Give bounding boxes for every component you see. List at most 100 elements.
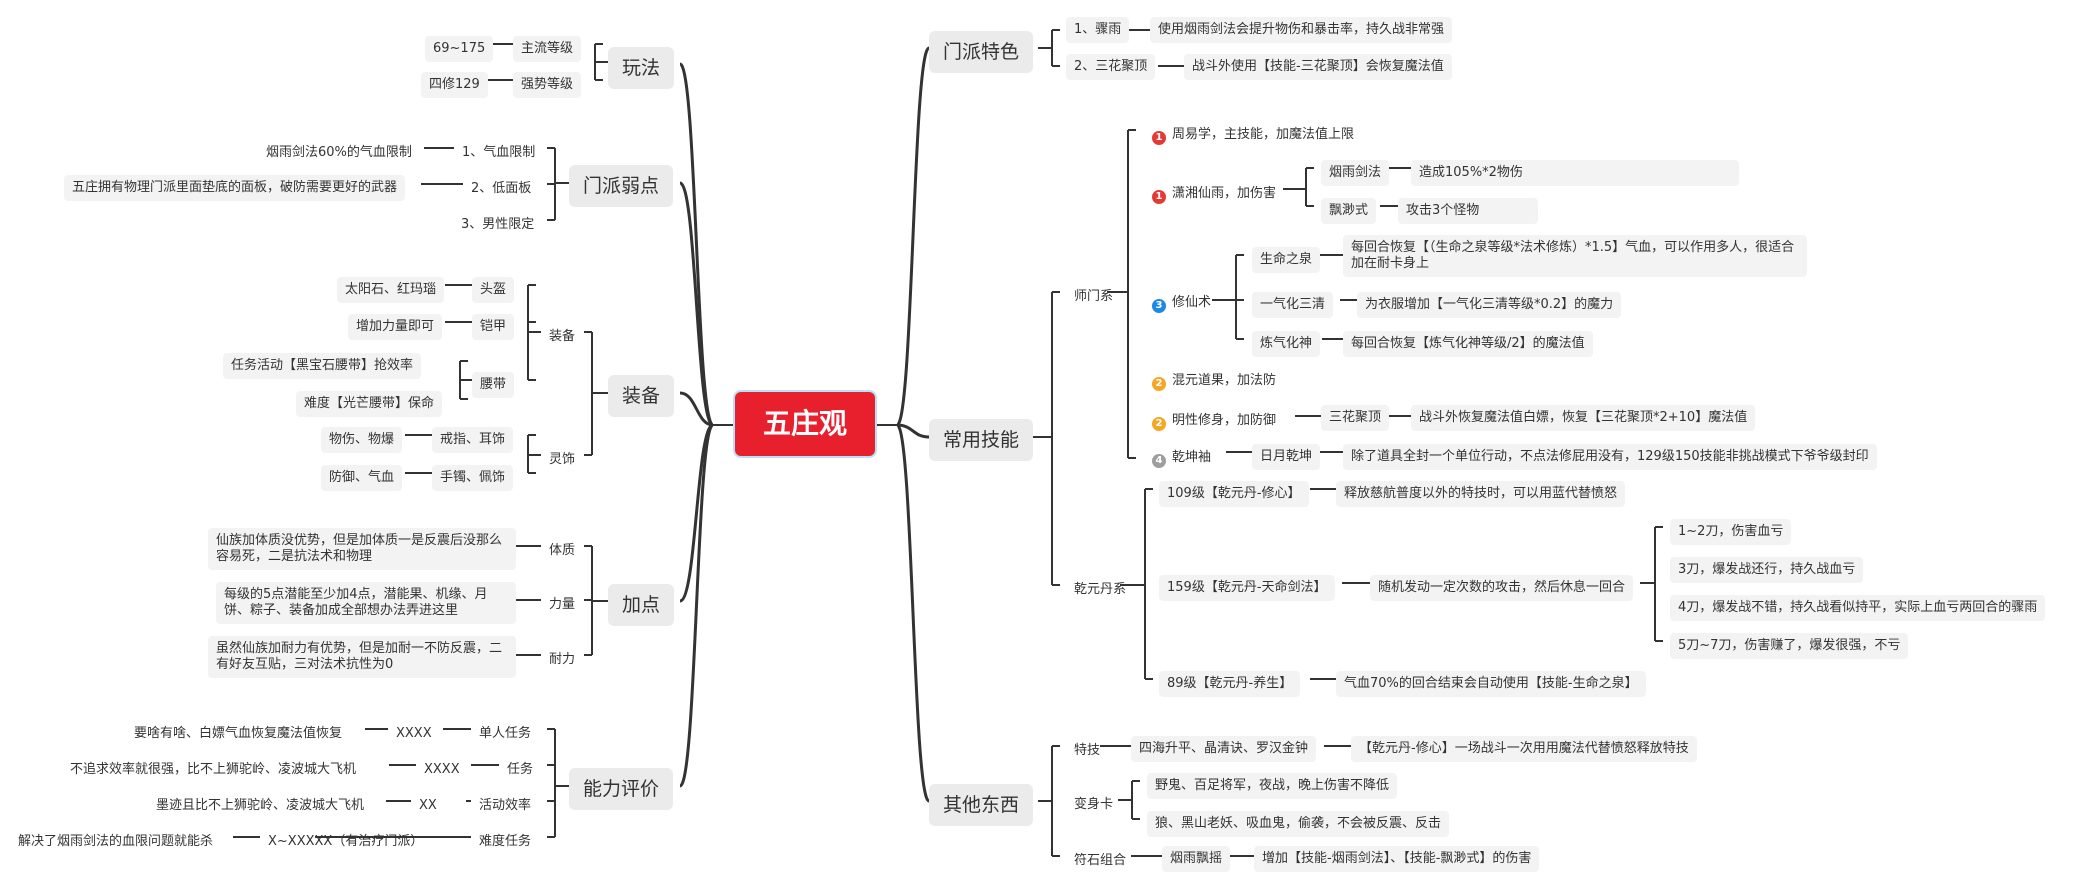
qt-val-bianshen-2[interactable]: 狼、黑山老妖、吸血鬼，偷袭，不会被反震、反击: [1147, 811, 1450, 837]
skill-xiuxian-text: 修仙术: [1172, 295, 1212, 310]
xx-key-1[interactable]: 烟雨剑法: [1321, 160, 1390, 186]
nl-val-1[interactable]: 要啥有啥、白嫖气血恢复魔法值恢复: [134, 726, 343, 741]
nl-mid-2[interactable]: XXXX: [424, 762, 460, 777]
tese-val-2[interactable]: 战斗外使用【技能-三花聚顶】会恢复魔法值: [1184, 54, 1452, 80]
xx2-key-2[interactable]: 一气化三清: [1252, 292, 1334, 318]
jd-val-liliang[interactable]: 每级的5点潜能至少加4点，潜能果、机缘、月饼、粽子、装备加成全部想办法弄进这里: [216, 582, 516, 624]
topic-qita[interactable]: 其他东西: [929, 784, 1034, 826]
ruodian-key-1[interactable]: 1、气血限制: [462, 145, 536, 160]
qt-mid-teji[interactable]: 四海升平、晶清诀、罗汉金钟: [1131, 736, 1317, 762]
ls-group[interactable]: 灵饰: [549, 452, 576, 467]
topic-wanfa[interactable]: 玩法: [608, 47, 675, 89]
jd-key-liliang[interactable]: 力量: [549, 597, 576, 612]
qt-val-teji[interactable]: 【乾元丹-修心】一场战斗一次用用魔法代替愤怒释放特技: [1351, 736, 1697, 762]
nl-key-3[interactable]: 活动效率: [479, 798, 532, 813]
xx-key-2[interactable]: 飘渺式: [1321, 198, 1377, 224]
nl-val-2[interactable]: 不追求效率就很强，比不上狮驼岭、凌波城大飞机: [70, 762, 357, 777]
wanfa-key-1[interactable]: 主流等级: [513, 36, 582, 62]
xx2-val-1[interactable]: 每回合恢复【（生命之泉等级*法术修炼）*1.5】气血，可以作用多人，很适合加在耐…: [1343, 235, 1807, 277]
xx2-val-2[interactable]: 为衣服增加【一气化三清等级*0.2】的魔力: [1357, 292, 1622, 318]
qy109-val[interactable]: 释放慈航普度以外的特技时，可以用蓝代替愤怒: [1336, 481, 1626, 507]
qt-key-bianshen[interactable]: 变身卡: [1074, 797, 1114, 812]
topic-ruodian[interactable]: 门派弱点: [569, 165, 674, 207]
qianyuan-group[interactable]: 乾元丹系: [1074, 582, 1127, 597]
nl-mid-4[interactable]: X~XXXXX（有治疗门派）: [268, 834, 424, 849]
tese-key-2[interactable]: 2、三花聚顶: [1066, 54, 1156, 80]
nl-key-2[interactable]: 任务: [507, 762, 534, 777]
qy109-key[interactable]: 109级【乾元丹-修心】: [1159, 481, 1309, 507]
connector-line: [678, 62, 715, 427]
qt-key-fushi[interactable]: 符石组合: [1074, 853, 1127, 868]
wanfa-key-2[interactable]: 强势等级: [513, 72, 582, 98]
ls-val-1[interactable]: 物伤、物爆: [321, 427, 403, 453]
topic-jineng[interactable]: 常用技能: [929, 419, 1034, 461]
qy159-sub-4[interactable]: 5刀~7刀，伤害赚了，爆发很强，不亏: [1670, 633, 1909, 659]
qy89-val[interactable]: 气血70%的回合结束会自动使用【技能-生命之泉】: [1336, 671, 1646, 697]
qt-val-bianshen-1[interactable]: 野鬼、百足将军，夜战，晚上伤害不降低: [1147, 773, 1398, 799]
root-node[interactable]: 五庄观: [733, 390, 877, 458]
qy159-sub-3[interactable]: 4刀，爆发战不错，持久战看似持平，实际上血亏两回合的骤雨: [1670, 595, 2046, 621]
zb-val-kaijia[interactable]: 增加力量即可: [348, 314, 443, 340]
qy159-sub-1[interactable]: 1~2刀，伤害血亏: [1670, 519, 1792, 545]
ruodian-key-2[interactable]: 2、低面板: [471, 181, 532, 196]
ls-key-1[interactable]: 戒指、耳饰: [432, 427, 514, 453]
qy89-key[interactable]: 89级【乾元丹-养生】: [1159, 671, 1301, 697]
tese-val-1[interactable]: 使用烟雨剑法会提升物伤和暴击率，持久战非常强: [1150, 17, 1453, 43]
qy159-val[interactable]: 随机发动一定次数的攻击，然后休息一回合: [1370, 575, 1634, 601]
ruodian-key-3[interactable]: 3、男性限定: [461, 217, 535, 232]
qt-key-teji[interactable]: 特技: [1074, 743, 1101, 758]
ls-key-2[interactable]: 手镯、佩饰: [432, 465, 514, 491]
qk-key[interactable]: 日月乾坤: [1252, 444, 1321, 470]
xx2-key-1[interactable]: 生命之泉: [1252, 247, 1321, 273]
connector-line: [896, 423, 930, 439]
zb-val-yaodai-1[interactable]: 任务活动【黑宝石腰带】抢效率: [223, 353, 422, 379]
nl-mid-1[interactable]: XXXX: [396, 726, 432, 741]
zb-key-yaodai[interactable]: 腰带: [472, 372, 515, 398]
nl-key-4[interactable]: 难度任务: [479, 834, 532, 849]
nl-val-4[interactable]: 解决了烟雨剑法的血限问题就能杀: [18, 834, 214, 849]
qk-val[interactable]: 除了道具全封一个单位行动，不点法修屁用没有，129级150技能非挑战模式下爷爷级…: [1343, 444, 1877, 470]
nl-val-3[interactable]: 墨迹且比不上狮驼岭、凌波城大飞机: [156, 798, 365, 813]
qt-val-fushi[interactable]: 增加【技能-烟雨剑法】、【技能-飘渺式】的伤害: [1254, 846, 1540, 872]
qt-mid-fushi[interactable]: 烟雨飘摇: [1162, 846, 1231, 872]
ruodian-val-2[interactable]: 五庄拥有物理门派里面垫底的面板，破防需要更好的武器: [64, 175, 406, 201]
wanfa-val-2[interactable]: 四修129: [421, 72, 488, 98]
jd-key-naili[interactable]: 耐力: [549, 652, 576, 667]
shimen-group[interactable]: 师门系: [1074, 289, 1114, 304]
jd-val-tizhi[interactable]: 仙族加体质没优势，但是加体质一是反震后没那么容易死，二是抗法术和物理: [208, 528, 516, 570]
skill-qiankun-text: 乾坤袖: [1172, 450, 1212, 465]
zb-val-yaodai-2[interactable]: 难度【光芒腰带】保命: [296, 391, 443, 417]
tese-key-1[interactable]: 1、骤雨: [1066, 17, 1130, 43]
topic-tese[interactable]: 门派特色: [929, 31, 1034, 73]
zb-key-toukui[interactable]: 头盔: [472, 277, 515, 303]
qy159-key[interactable]: 159级【乾元丹-天命剑法】: [1159, 575, 1335, 601]
qy159-sub-2[interactable]: 3刀，爆发战还行，持久战血亏: [1670, 557, 1864, 583]
xx2-key-3[interactable]: 炼气化神: [1252, 331, 1321, 357]
wanfa-val-1[interactable]: 69~175: [425, 36, 494, 62]
zb-group[interactable]: 装备: [549, 329, 576, 344]
topic-jiadian[interactable]: 加点: [608, 584, 675, 626]
connector-line: [678, 181, 715, 427]
mx-val[interactable]: 战斗外恢复魔法值白嫖，恢复【三花聚顶*2+10】魔法值: [1411, 405, 1756, 431]
jd-key-tizhi[interactable]: 体质: [549, 543, 576, 558]
mx-key[interactable]: 三花聚顶: [1321, 405, 1390, 431]
topic-nengli[interactable]: 能力评价: [569, 768, 674, 810]
topic-zhuangbei[interactable]: 装备: [608, 375, 675, 417]
nl-key-1[interactable]: 单人任务: [479, 726, 532, 741]
connector-line: [679, 391, 714, 427]
xx-val-1[interactable]: 造成105%*2物伤: [1411, 160, 1739, 186]
zb-key-kaijia[interactable]: 铠甲: [472, 314, 515, 340]
jd-val-naili[interactable]: 虽然仙族加耐力有优势，但是加耐一不防反震，二有好友互贴，三对法术抗性为0: [208, 636, 516, 678]
nl-mid-3[interactable]: XX: [419, 798, 437, 813]
zb-val-toukui[interactable]: 太阳石、红玛瑙: [337, 277, 445, 303]
ls-val-2[interactable]: 防御、气血: [321, 465, 403, 491]
ruodian-val-1[interactable]: 烟雨剑法60%的气血限制: [266, 145, 412, 160]
xx2-val-3[interactable]: 每回合恢复【炼气化神等级/2】的魔法值: [1343, 331, 1593, 357]
xx-val-2[interactable]: 攻击3个怪物: [1398, 198, 1538, 224]
